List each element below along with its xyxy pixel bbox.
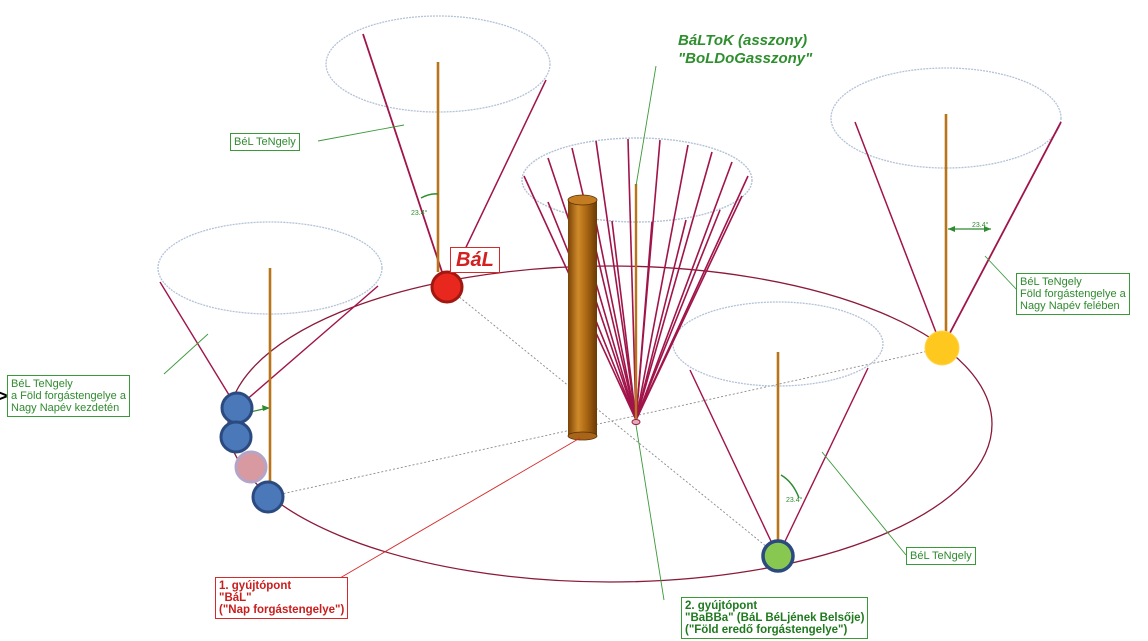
label-baltok-line2: "BoLDoGasszony" bbox=[678, 50, 813, 67]
planet-yellow bbox=[924, 330, 960, 366]
label-focus2-line1: 2. gyújtópont bbox=[685, 600, 758, 612]
label-bel-tengely-right: BéL TeNgely Föld forgástengelye a Nagy N… bbox=[1016, 273, 1130, 315]
arrowhead-marker-text: > bbox=[0, 386, 8, 406]
cone-top bbox=[325, 15, 551, 288]
label-bel-tengely-top-text: BéL TeNgely bbox=[234, 136, 296, 148]
angle-label-bottom: 23.4° bbox=[786, 497, 802, 505]
angle-label-right: 23.4° bbox=[972, 222, 988, 230]
angle-label-bottom-text: 23.4° bbox=[786, 497, 803, 504]
label-bal: BáL bbox=[450, 247, 500, 273]
central-pillar bbox=[567, 194, 598, 441]
label-bel-tengely-left: BéL TeNgely a Föld forgástengelye a Nagy… bbox=[7, 375, 130, 417]
label-bal-text: BáL bbox=[456, 249, 494, 271]
angle-label-right-text: 23.4° bbox=[972, 222, 989, 229]
label-bel-tengely-left-line3: Nagy Napév kezdetén bbox=[11, 402, 120, 414]
label-bel-tengely-right-line1: BéL TeNgely bbox=[1020, 276, 1082, 288]
orbit-ellipse bbox=[227, 265, 993, 583]
cone-center bbox=[521, 137, 753, 425]
label-bel-tengely-left-line2: a Föld forgástengelye a bbox=[11, 390, 126, 402]
label-bel-tengely-left-line1: BéL TeNgely bbox=[11, 378, 73, 390]
label-bel-tengely-bottom: BéL TeNgely bbox=[906, 547, 976, 565]
label-focus2-line3: ("Föld eredő forgástengelye") bbox=[685, 624, 848, 636]
arrowhead-marker: > bbox=[0, 387, 8, 405]
angle-label-top: 23.4° bbox=[411, 210, 427, 218]
label-focus1: 1. gyújtópont "BáL" ("Nap forgástengelye… bbox=[215, 577, 349, 619]
label-focus1-line3: ("Nap forgástengelye") bbox=[219, 604, 345, 616]
orbit-diameters bbox=[267, 286, 943, 557]
cone-bottom bbox=[672, 301, 884, 557]
planet-pink bbox=[234, 450, 268, 484]
planet-blue-3 bbox=[251, 480, 285, 514]
cone-right bbox=[830, 67, 1062, 349]
label-bel-tengely-top: BéL TeNgely bbox=[230, 133, 300, 151]
label-baltok-line1: BáLToK (asszony) bbox=[678, 32, 808, 49]
label-bel-tengely-right-line3: Nagy Napév felében bbox=[1020, 300, 1120, 312]
cone-right-ring bbox=[830, 67, 1062, 169]
cone-left bbox=[157, 221, 383, 497]
planets bbox=[219, 270, 960, 573]
label-focus2: 2. gyújtópont "BaBBa" (BáL BéLjének Bels… bbox=[681, 597, 869, 639]
label-focus1-line2: "BáL" bbox=[219, 592, 252, 604]
angle-label-top-text: 23.4° bbox=[411, 210, 428, 217]
leader-lines bbox=[163, 65, 1018, 601]
label-bel-tengely-bottom-text: BéL TeNgely bbox=[910, 550, 972, 562]
label-bel-tengely-right-line2: Föld forgástengelye a bbox=[1020, 288, 1126, 300]
planet-blue-2 bbox=[219, 420, 253, 454]
label-focus2-line2: "BaBBa" (BáL BéLjének Belsője) bbox=[685, 612, 865, 624]
label-focus1-line1: 1. gyújtópont bbox=[219, 580, 292, 592]
planet-red bbox=[430, 270, 464, 304]
planet-blue-1 bbox=[220, 391, 254, 425]
planet-green bbox=[761, 539, 795, 573]
label-baltok: BáLToK (asszony) "BoLDoGasszony" bbox=[676, 31, 815, 69]
